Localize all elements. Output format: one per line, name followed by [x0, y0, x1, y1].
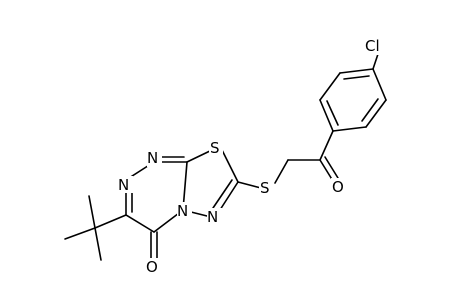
atom-n-triazine-upper: N — [147, 149, 162, 167]
bond-c2-n-double-b — [212, 179, 233, 209]
bond-tbu-methyl-3 — [94, 227, 102, 261]
bond-tbu-to-ring — [94, 214, 127, 229]
atom-label-layer: N N N N S S O O — [118, 37, 387, 276]
bond-c-cl — [372, 53, 379, 70]
atom-n-thiadiazole: N — [207, 208, 222, 226]
bond-ph-1 — [332, 126, 367, 132]
bond-ph-2 — [365, 99, 387, 128]
atom-label-n-triazine-lower: N — [118, 176, 129, 194]
atom-label-s-thioether: S — [260, 179, 270, 197]
atom-cl-substituent: Cl — [364, 37, 387, 55]
atom-label-n-bridge: N — [177, 202, 188, 220]
bond-layer — [64, 53, 387, 261]
atom-label-n-triazine-upper: N — [147, 149, 158, 167]
bond-ph-3 — [372, 68, 387, 101]
atom-label-s-ring: S — [210, 139, 220, 157]
bond-c8a-s-ring — [186, 149, 213, 163]
bond-c2-s-thioether — [237, 181, 262, 189]
atom-label-o-ring-ketone: O — [146, 258, 158, 276]
bond-tbu-methyl-1 — [64, 227, 96, 240]
bond-ph-4-inner — [343, 75, 370, 80]
bond-ph-6-inner — [326, 100, 339, 126]
atom-o-side-ketone: O — [331, 178, 347, 196]
bond-ph-4 — [339, 68, 374, 74]
atom-s-thioether: S — [259, 179, 273, 197]
bond-ph-5 — [319, 72, 341, 101]
bond-c4-c3 — [125, 214, 155, 233]
atom-label-cl: Cl — [365, 37, 380, 55]
atom-n-triazine-lower: N — [118, 176, 133, 194]
atom-n-bridge: N — [177, 202, 192, 220]
bond-carbonyl-o-double-a — [319, 159, 334, 182]
bond-s-thioether-ch2 — [274, 159, 289, 184]
bond-c2-n-double-a — [217, 181, 239, 214]
bond-tbu-methyl-2 — [88, 195, 96, 229]
atom-o-ring-ketone: O — [145, 258, 161, 276]
bond-s-ring-c2 — [221, 149, 239, 183]
bond-carbonyl-o-double-b — [324, 156, 339, 179]
bond-carbonyl-phenyl — [319, 130, 334, 161]
bond-ph-2-inner — [361, 98, 379, 122]
bond-ph-6 — [319, 99, 334, 132]
atom-label-n-thiadiazole: N — [207, 208, 218, 226]
atom-s-ring: S — [209, 139, 223, 157]
atom-label-o-side-ketone: O — [332, 178, 344, 196]
